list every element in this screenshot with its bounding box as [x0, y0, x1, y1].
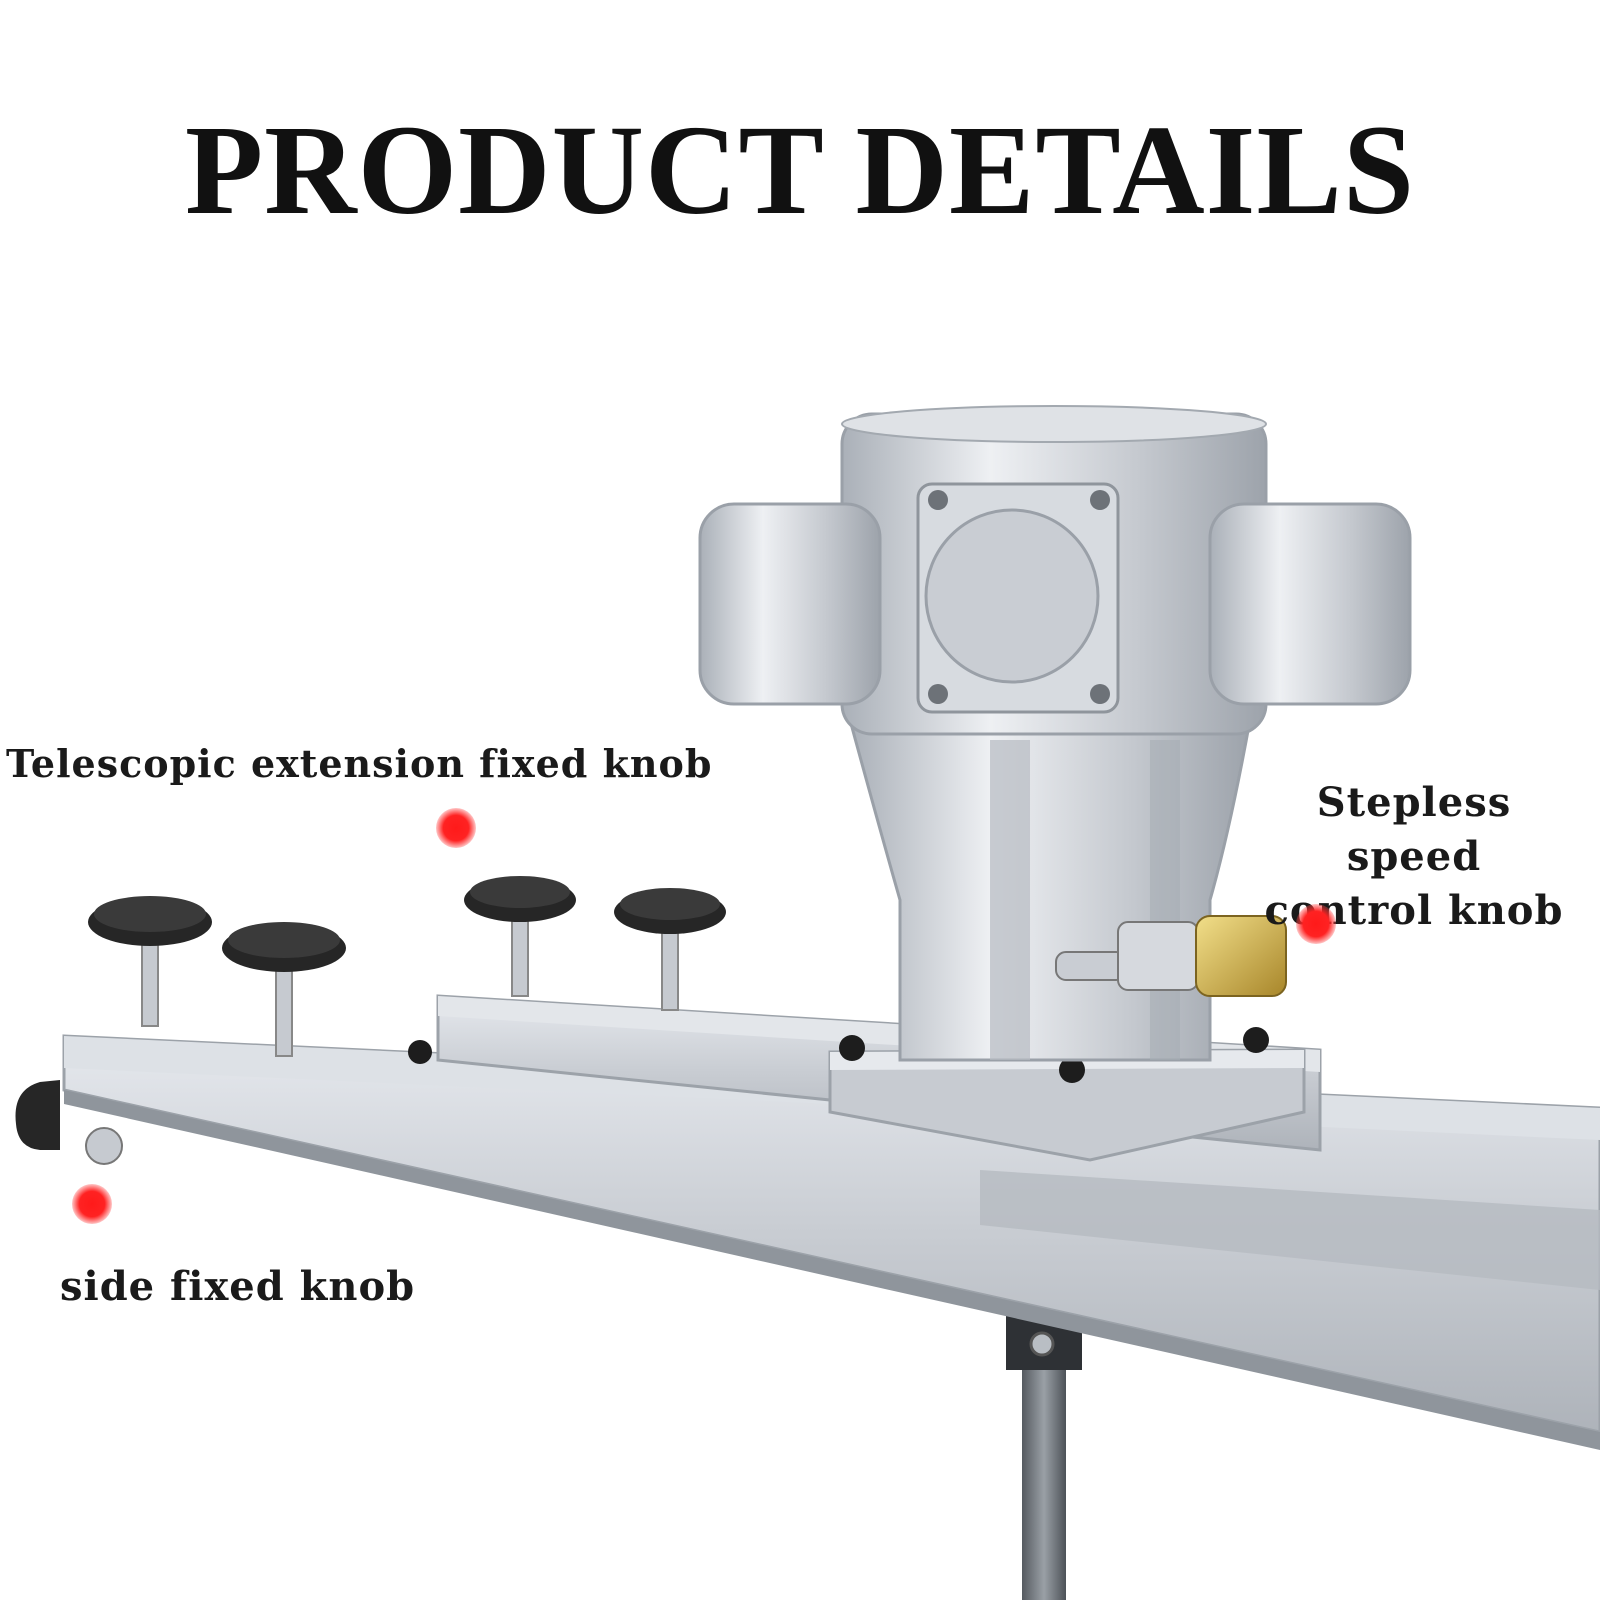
air-motor [698, 405, 1412, 1062]
callout-speed-knob: Stepless speed control knob [1244, 776, 1584, 938]
callout-speed-line1: Stepless speed [1316, 779, 1512, 880]
star-knob [464, 876, 576, 997]
callout-speed-line2: control knob [1264, 887, 1564, 934]
side-knob [15, 1080, 123, 1165]
marker-speed-knob [1296, 904, 1336, 944]
speed-control-valve [1055, 915, 1287, 997]
marker-telescopic-knob [436, 808, 476, 848]
star-knob [222, 922, 346, 1057]
star-knob [614, 888, 726, 1011]
page-title: PRODUCT DETAILS [184, 98, 1416, 241]
callout-telescopic-knob: Telescopic extension fixed knob [6, 741, 713, 786]
callout-side-knob: side fixed knob [60, 1263, 416, 1310]
star-knob [88, 896, 212, 1027]
marker-side-knob [72, 1184, 112, 1224]
support-pole [1006, 1312, 1082, 1600]
